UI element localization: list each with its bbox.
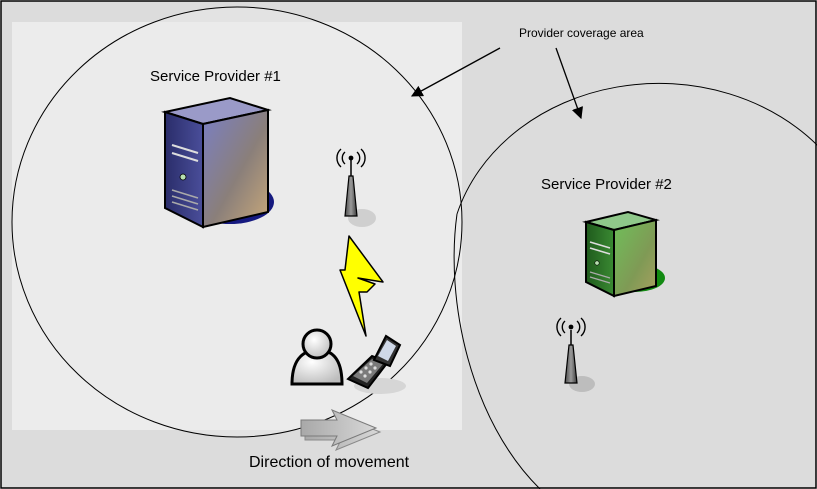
server-icon	[582, 210, 665, 298]
coverage-arrow-provider-2	[555, 47, 583, 120]
provider-2-coverage-area-top	[456, 82, 817, 215]
server-icon	[161, 96, 274, 229]
lightning-bolt-icon	[339, 235, 384, 337]
mobile-phone-icon	[346, 334, 406, 394]
coverage-arrow-provider-1	[410, 47, 501, 97]
arrow-right-icon	[300, 409, 382, 451]
user-icon	[290, 328, 344, 386]
coverage-area-label: Provider coverage area	[519, 26, 644, 40]
provider-2-label: Service Provider #2	[541, 176, 672, 193]
provider-2-coverage-area-left	[453, 213, 541, 489]
antenna-icon	[336, 148, 376, 227]
provider-1-label: Service Provider #1	[150, 68, 281, 85]
direction-label: Direction of movement	[249, 454, 410, 471]
antenna-icon	[556, 317, 595, 392]
